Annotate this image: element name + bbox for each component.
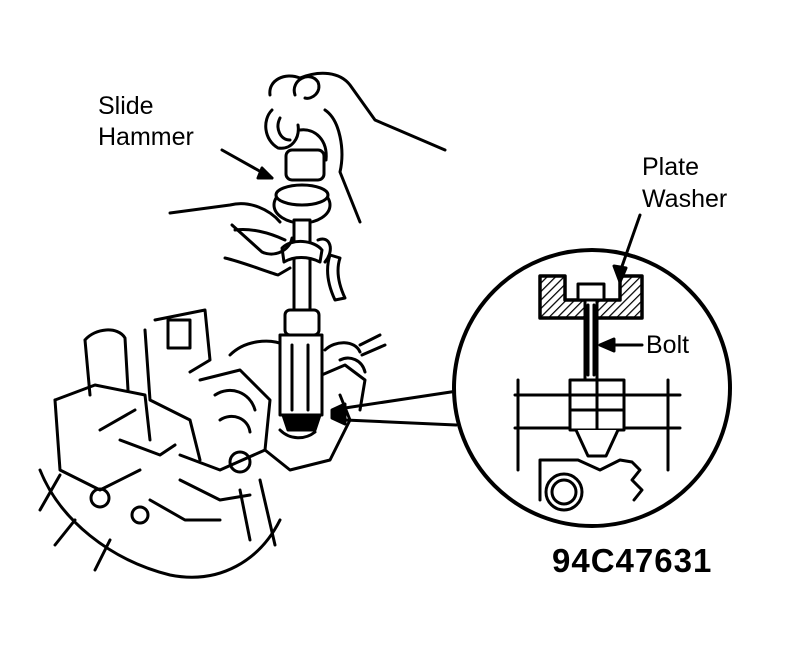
callout-leader-upper: [343, 388, 466, 410]
engine-block-illustration: [38, 253, 387, 579]
plate-washer-leader: [618, 213, 642, 274]
housing-port: [544, 472, 584, 512]
lower-housing: [538, 458, 644, 502]
magnified-detail: [452, 248, 732, 528]
plate-washer-label-line2: Washer: [642, 185, 728, 213]
slide-hammer-arrowhead: [256, 166, 274, 180]
plate-washer-label-line1: Plate: [642, 153, 699, 181]
slide-hammer-label-line2: Hammer: [98, 123, 194, 151]
callout-leader-lower: [343, 418, 458, 427]
figure-code: 94C47631: [552, 542, 713, 579]
bolt-head: [576, 282, 606, 302]
slide-hammer-tool: [272, 75, 332, 432]
slide-hammer-label-line1: Slide: [98, 92, 154, 120]
callout-wedge: [330, 402, 347, 426]
bolt-arrowhead: [598, 337, 616, 353]
bolt-label: Bolt: [646, 331, 690, 359]
hands-illustration: [168, 71, 447, 277]
plate-washer-arrowhead: [612, 264, 628, 284]
